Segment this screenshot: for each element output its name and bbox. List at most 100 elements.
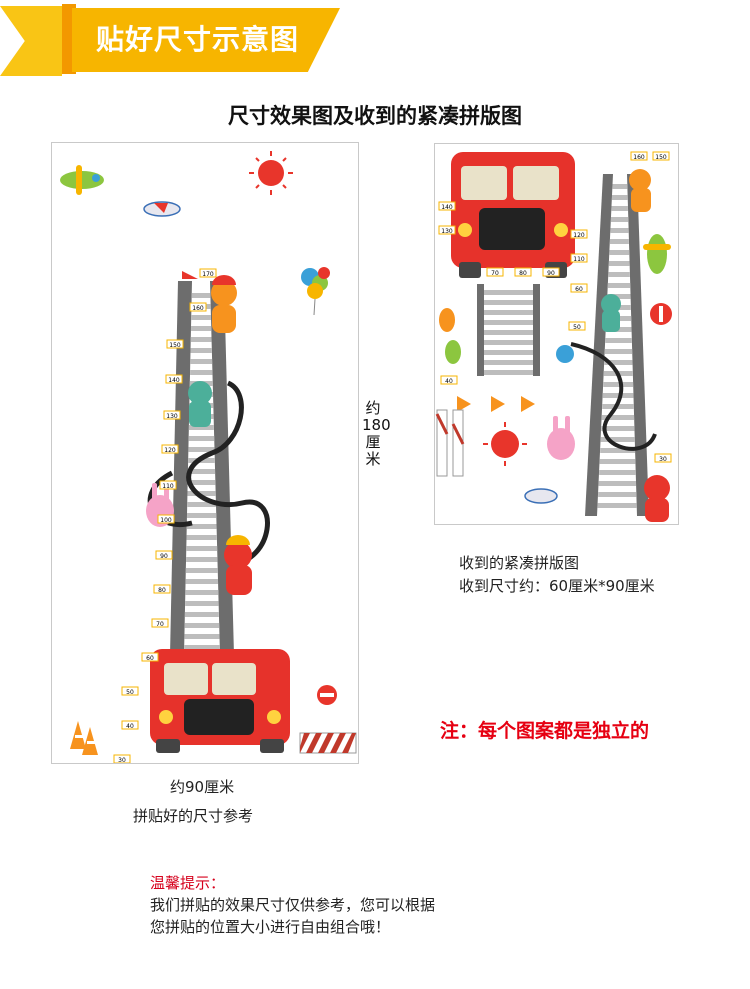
ruler-mark-box [121,686,139,696]
assembled-illustration: 170 160 150 140 130 120 110 100 90 80 70 60 50 40 30 [60,151,357,764]
pink-rabbit-icon [547,416,575,460]
ruler-mark-label: 120 [573,232,585,239]
compact-layout-illustration: 160 150 140 130 120 110 70 80 90 60 50 40 30 [435,151,672,522]
tips-line-1: 我们拼贴的效果尺寸仅供参考，您可以根据 [150,896,436,914]
banner-title: 贴好尺寸示意图 [96,23,300,56]
ruler-mark-label: 90 [547,270,555,277]
fire-truck-icon [451,152,575,278]
ruler-mark-label: 110 [573,256,585,263]
ruler-mark-label: 130 [166,413,178,420]
fox-firefighter-icon [211,275,237,333]
page-subtitle: 尺寸效果图及收到的紧凑拼版图 [228,104,522,128]
ruler-mark-box [542,267,560,277]
red-bear-icon [224,535,252,595]
ruler-mark-label: 150 [169,342,181,349]
ruler-mark-box [440,375,458,385]
assembled-caption: 拼贴好的尺寸参考 [133,807,254,825]
height-ruler: 170 160 150 140 130 120 110 100 90 80 70 60 50 40 30 [113,268,217,764]
header-banner: 贴好尺寸示意图 [0,0,750,80]
ruler-mark-label: 80 [158,587,166,594]
red-bear-icon [644,475,670,522]
ruler-mark-label: 30 [118,757,126,764]
compact-caption: 收到的紧凑拼版图 [459,554,580,572]
ruler-mark-box [141,652,159,662]
ruler-mark-label: 130 [441,228,453,235]
ruler-mark-box [514,267,532,277]
green-plane-icon [643,234,671,274]
road-barrier-icon [299,732,357,754]
sun-icon [249,151,293,195]
small-plane-icon [143,201,181,217]
ruler-mark-box [486,267,504,277]
assembled-preview-panel: 170 160 150 140 130 120 110 100 90 80 70 60 50 40 30 [51,142,359,764]
ruler-mark-box [157,514,175,524]
banner-decoration [0,6,62,76]
ruler-mark-label: 140 [441,204,453,211]
ruler-mark-box [155,550,173,560]
ruler-mark-label: 120 [164,447,176,454]
ruler-mark-box [165,374,183,384]
ruler-mark-box [654,453,672,463]
ruler-mark-label: 90 [160,553,168,560]
ruler-mark-box [570,283,588,293]
ruler-mark-label: 170 [202,271,214,278]
height-label: 约180厘米 [362,399,391,468]
width-label: 约90厘米 [170,778,235,796]
ruler-mark-box [438,201,456,211]
ruler-mark-label: 70 [491,270,499,277]
ruler-mark-label: 70 [156,621,164,628]
ruler-mark-box [189,302,207,312]
green-monster-icon [188,381,212,427]
ruler-mark-box [570,229,588,239]
ladder-graphic [147,271,270,655]
ruler-mark-box [163,410,181,420]
ruler-mark-box [570,253,588,263]
balloons-icon [301,267,330,316]
no-entry-sign-icon [317,685,337,705]
ruler-mark-label: 30 [659,456,667,463]
height-ruler: 160 150 140 130 120 110 70 80 90 60 50 40 30 [438,151,672,463]
compact-layout-panel: 160 150 140 130 120 110 70 80 90 60 50 40 30 [434,143,679,525]
sun-icon [483,422,527,466]
ruler-mark-box [161,444,179,454]
fire-truck-icon [150,649,290,753]
ruler-mark-label: 110 [162,483,174,490]
small-plane-icon [524,488,558,504]
ruler-mark-label: 80 [519,270,527,277]
balloons-icon [439,308,574,364]
ruler-mark-box [166,339,184,349]
traffic-cones-icon [457,396,535,412]
ruler-mark-box [113,754,131,763]
ruler-mark-label: 40 [126,723,134,730]
ruler-mark-label: 40 [445,378,453,385]
green-plane-icon [60,165,104,195]
ruler-mark-box [630,151,648,161]
ruler-mark-label: 140 [168,377,180,384]
ruler-mark-box [568,321,586,331]
ruler-mark-box [121,720,139,730]
ruler-mark-label: 160 [633,154,645,161]
ruler-mark-box [153,584,171,594]
fox-firefighter-icon [629,169,651,212]
traffic-cones-icon [70,721,98,755]
green-monster-icon [601,294,621,332]
no-entry-sign-icon [650,303,672,325]
independent-note: 注：每个图案都是独立的 [440,720,650,742]
tips-line-2: 您拼贴的位置大小进行自由组合哦！ [150,918,391,936]
ruler-mark-label: 100 [160,517,172,524]
ruler-mark-box [652,151,670,161]
ruler-mark-label: 160 [192,305,204,312]
ruler-mark-label: 60 [575,286,583,293]
road-barrier-icon [435,409,465,477]
ruler-mark-label: 50 [573,324,581,331]
ruler-mark-label: 150 [655,154,667,161]
ruler-mark-label: 50 [126,689,134,696]
tips-title: 温馨提示： [150,874,226,892]
compact-size-caption: 收到尺寸约：60厘米*90厘米 [459,577,655,595]
banner-background [72,8,340,72]
ruler-mark-box [199,268,217,278]
ruler-mark-box [151,618,169,628]
ruler-mark-box [159,480,177,490]
ruler-mark-box [438,225,456,235]
ruler-mark-label: 60 [146,655,154,662]
